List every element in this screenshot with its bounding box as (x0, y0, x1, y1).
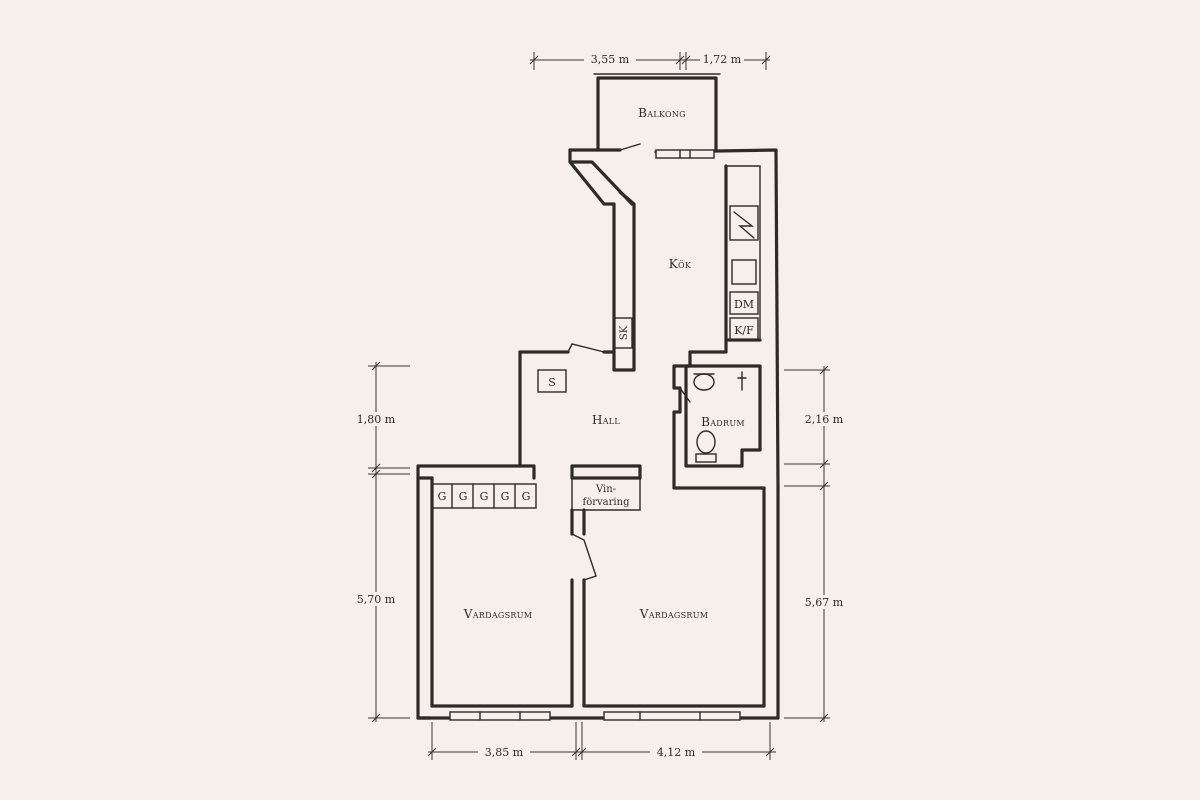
dishwasher-box (729, 291, 759, 315)
room-balcony: Balkong (638, 106, 686, 120)
room-hall: Hall (592, 413, 620, 427)
balcony-door (619, 143, 641, 151)
wardrobe-1: G (438, 490, 447, 503)
basin-icon (693, 373, 715, 391)
wine-storage-line2: förvaring (583, 497, 631, 508)
dim-right-lower: 5,67 m (805, 596, 844, 609)
dishwasher-label: DM (734, 298, 754, 311)
storage-label: S (548, 376, 556, 389)
dimension-lines (368, 52, 830, 760)
dim-bottom-right: 4,12 m (657, 746, 696, 759)
sink-icon (731, 259, 757, 285)
storage-box (537, 369, 567, 393)
dim-left-upper: 1,80 m (357, 413, 396, 426)
wardrobes: G G G G G (431, 483, 537, 509)
room-living-left: Vardagsrum (463, 607, 533, 621)
dim-top-right: 1,72 m (703, 53, 742, 66)
dimension-labels: 3,55 m 1,72 m 1,80 m 5,70 m 2,16 m 5,67 … (352, 52, 850, 759)
room-kitchen: Kök (669, 257, 692, 271)
room-labels: Balkong Kök Hall Badrum Vardagsrum Varda… (463, 106, 745, 621)
stove-icon (729, 205, 759, 241)
dim-top-left: 3,55 m (591, 53, 630, 66)
cabinet-label: SK (619, 325, 630, 340)
fridge-label: K/F (734, 324, 754, 337)
wardrobe-3: G (480, 490, 489, 503)
room-bathroom: Badrum (701, 415, 745, 429)
wardrobe-2: G (459, 490, 468, 503)
fixtures: DM K/F SK S G G G G G (431, 205, 759, 509)
shower-icon (737, 371, 747, 391)
cabinet-box (613, 317, 633, 349)
dim-right-upper: 2,16 m (805, 413, 844, 426)
wardrobe-4: G (501, 490, 510, 503)
dim-left-lower: 5,70 m (357, 593, 396, 606)
room-living-right: Vardagsrum (639, 607, 709, 621)
hall-door (567, 343, 605, 353)
doors (567, 143, 691, 581)
dim-bottom-left: 3,85 m (485, 746, 524, 759)
wardrobe-5: G (522, 490, 531, 503)
toilet-icon (696, 430, 716, 454)
windows (449, 149, 741, 721)
wine-storage-line1: Vin- (595, 484, 616, 495)
fridge-box (729, 317, 759, 341)
bathroom-door (679, 387, 691, 403)
living-door (571, 533, 597, 581)
walls (416, 73, 780, 720)
